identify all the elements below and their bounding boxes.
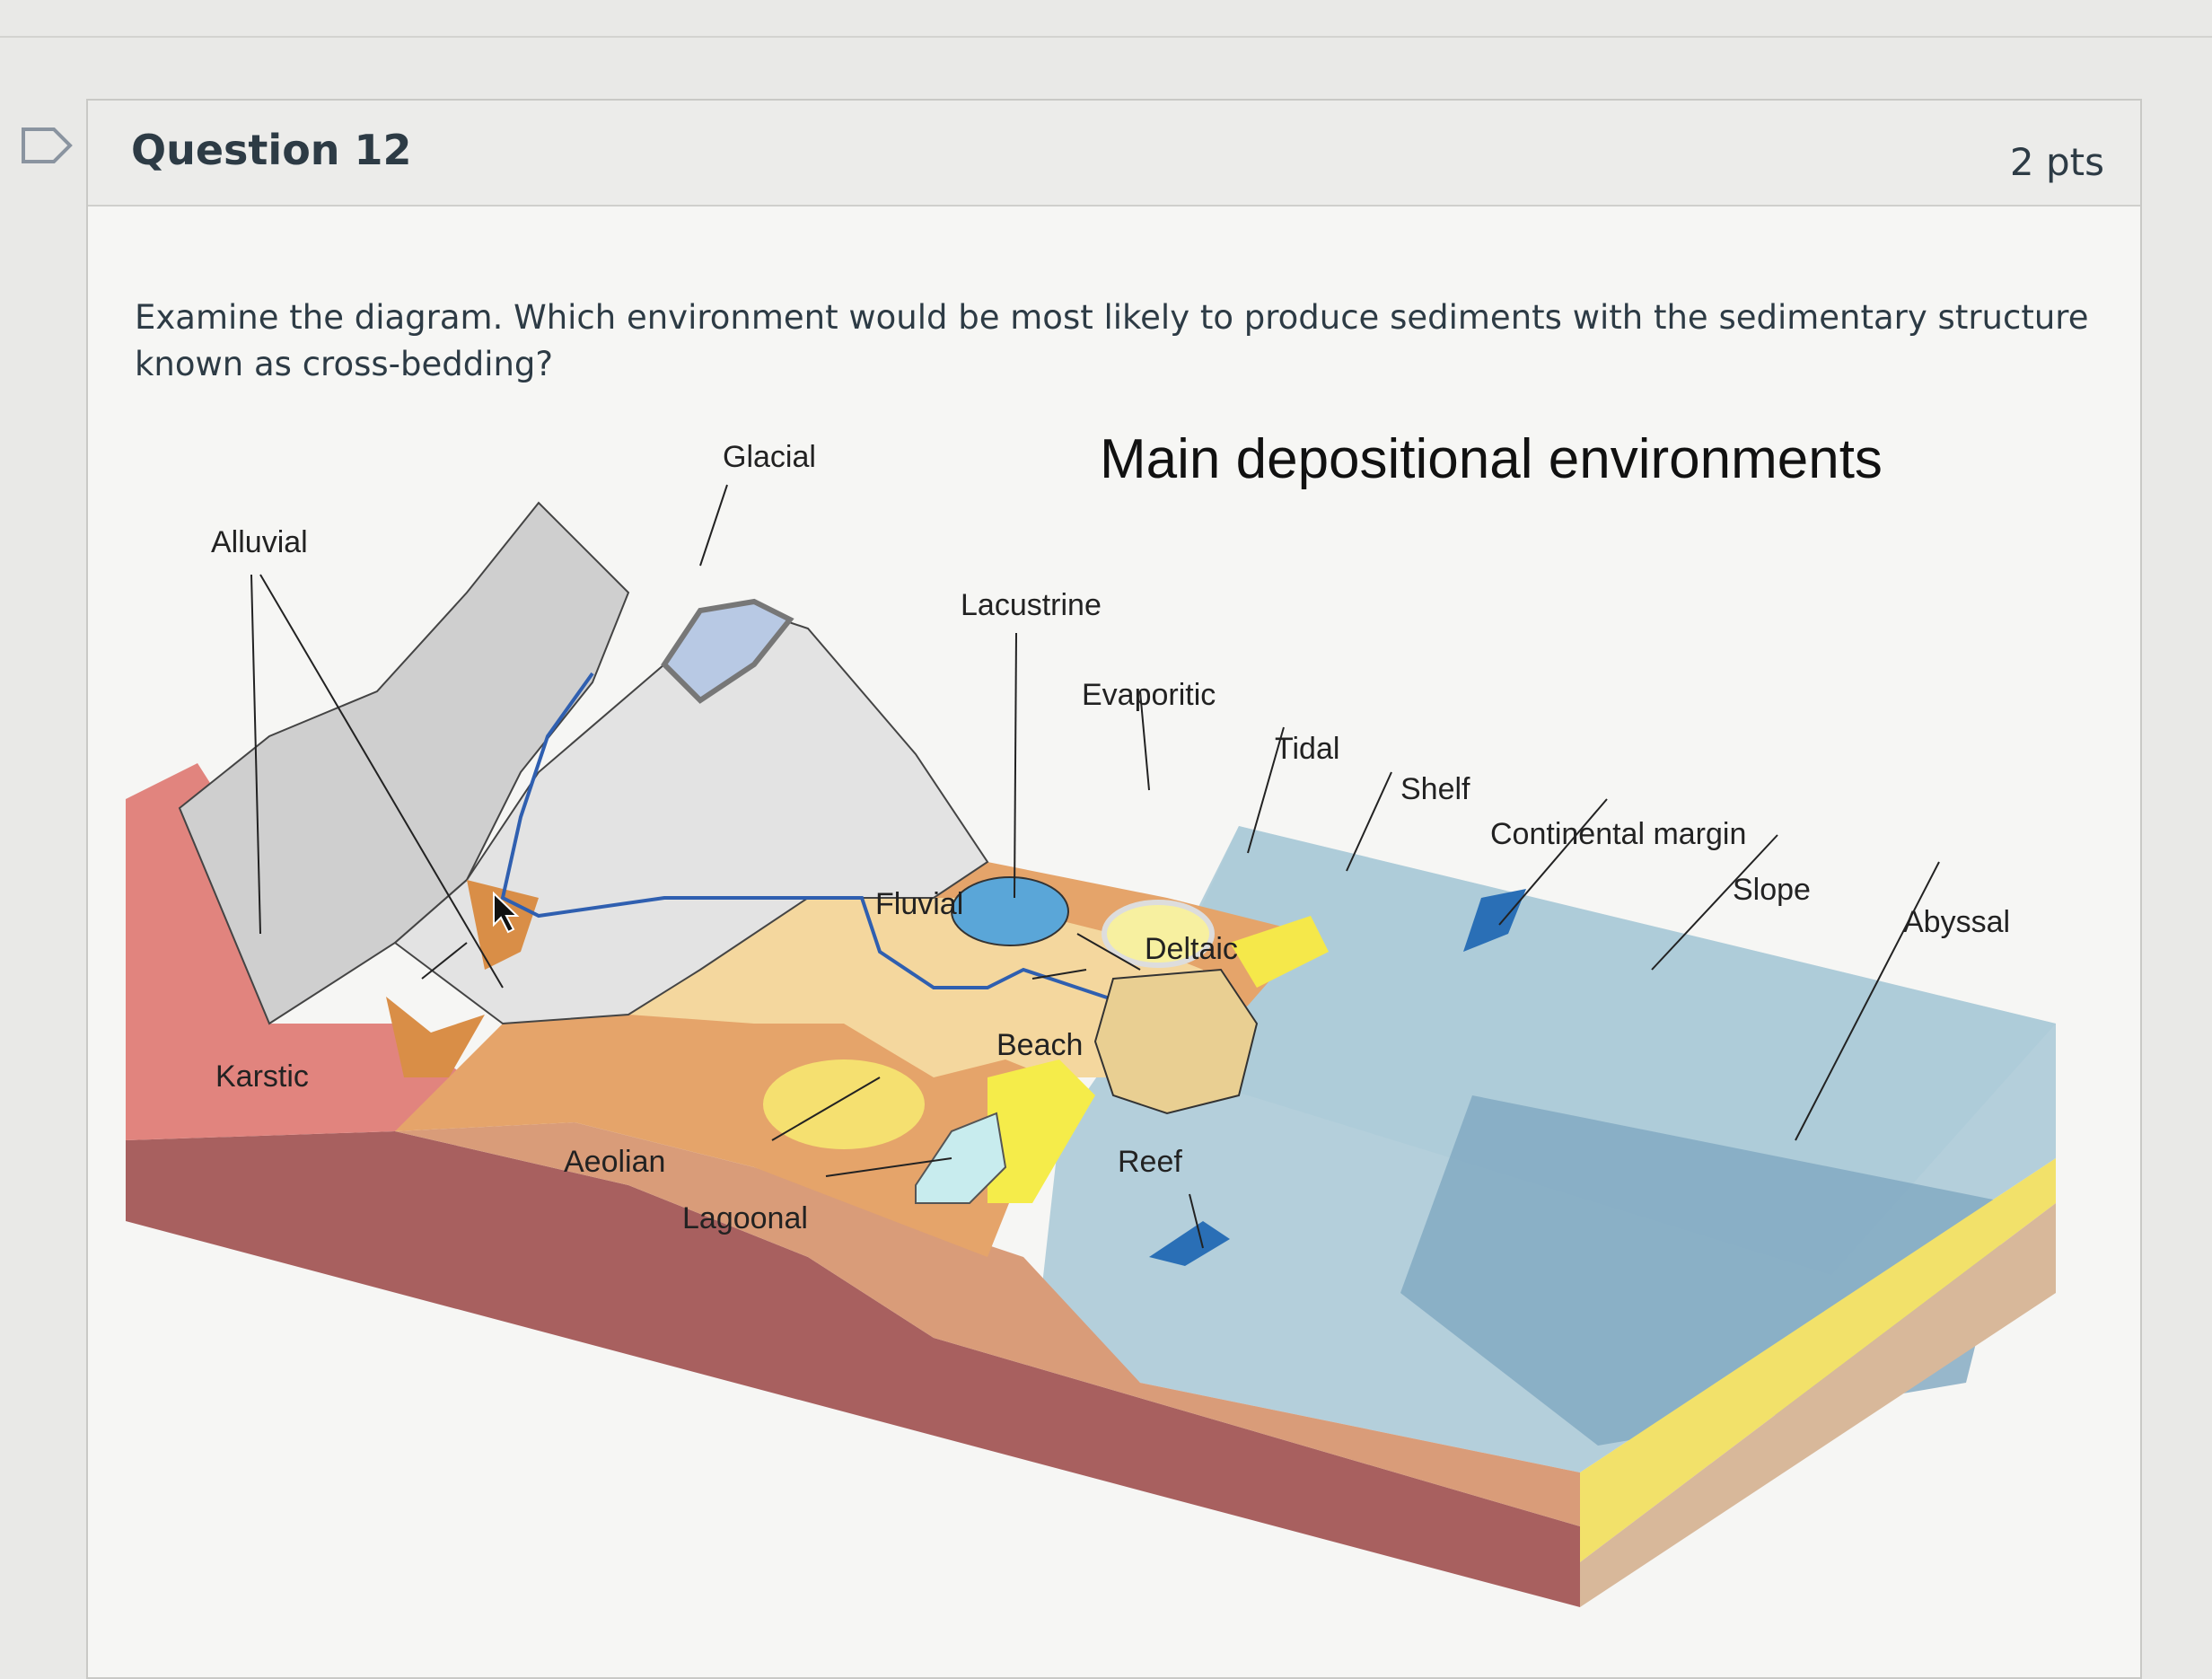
depositional-environments-diagram: Glacial Alluvial Lacustrine Evaporitic T… [126, 395, 2101, 1655]
label-slope: Slope [1733, 873, 1811, 907]
label-tidal: Tidal [1275, 732, 1339, 766]
label-continental-margin: Continental margin [1490, 817, 1746, 851]
question-points: 2 pts [2010, 140, 2104, 184]
label-deltaic: Deltaic [1145, 932, 1238, 966]
label-lacustrine: Lacustrine [961, 588, 1102, 622]
lake [952, 877, 1068, 945]
aeolian-dunes [763, 1059, 925, 1149]
delta [1095, 970, 1257, 1113]
label-lagoonal: Lagoonal [682, 1201, 808, 1235]
label-evaporitic: Evaporitic [1082, 678, 1216, 712]
label-fluvial: Fluvial [875, 887, 963, 921]
label-reef: Reef [1118, 1145, 1182, 1179]
label-aeolian: Aeolian [564, 1145, 665, 1179]
diagram-title: Main depositional environments [1100, 428, 1883, 490]
label-abyssal: Abyssal [1903, 905, 2010, 939]
label-glacial: Glacial [723, 440, 816, 474]
question-text: Examine the diagram. Which environment w… [135, 294, 2110, 388]
question-title: Question 12 [131, 126, 412, 174]
label-alluvial: Alluvial [211, 525, 308, 559]
label-shelf: Shelf [1400, 772, 1470, 806]
label-beach: Beach [996, 1028, 1083, 1062]
question-header: Question 12 2 pts [88, 101, 2140, 207]
flag-icon[interactable] [20, 126, 74, 165]
top-divider [0, 36, 2212, 38]
label-karstic: Karstic [215, 1059, 309, 1094]
